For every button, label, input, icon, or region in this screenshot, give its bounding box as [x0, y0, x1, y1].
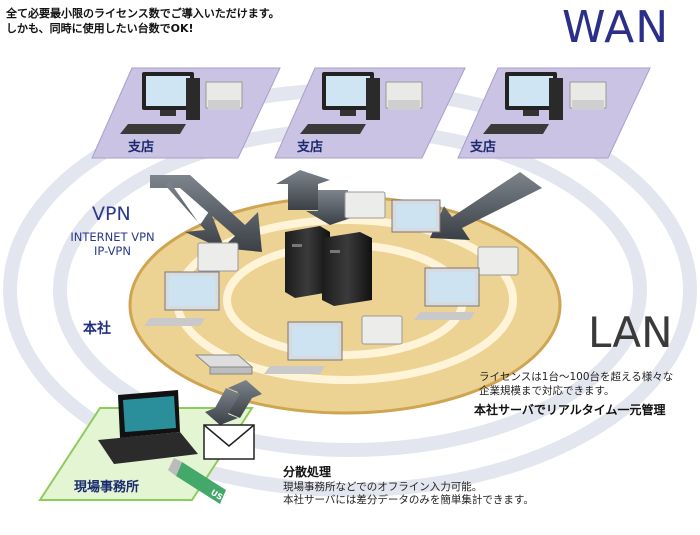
lan-label: LAN: [588, 308, 673, 357]
distributed-title: 分散処理: [283, 465, 332, 479]
usb-stick: [168, 458, 226, 504]
vpn-type-ip: IP-VPN: [94, 244, 131, 258]
vpn-type-internet: INTERNET VPN: [70, 230, 155, 244]
branch-pc-2: [300, 72, 423, 134]
field-office-label: 現場事務所: [74, 480, 140, 495]
distributed-text: 現場事務所などでのオフライン入力可能。 本社サーバには差分データのみを簡単集計で…: [283, 481, 534, 507]
license-note-line-2: 企業規模まで対応できます。: [479, 385, 615, 397]
branch-pc-1: [120, 72, 243, 134]
branch-pc-3: [483, 72, 607, 134]
intro-line-2: しかも、同時に使用したい台数でOK!: [6, 22, 194, 35]
license-note: ライセンスは1台～100台を超える様々な 企業規模まで対応できます。: [479, 370, 673, 398]
mail-envelope: [203, 424, 255, 460]
field-arrow: [205, 380, 262, 425]
branch-label-1: 支店: [128, 140, 155, 155]
headquarters-label: 本社: [83, 321, 111, 337]
field-laptop: [98, 390, 198, 464]
vpn-types: INTERNET VPN IP-VPN: [60, 230, 165, 258]
vpn-title: VPN: [92, 203, 131, 225]
distributed-line-1: 現場事務所などでのオフライン入力可能。: [283, 481, 483, 493]
distributed-line-2: 本社サーバには差分データのみを簡単集計できます。: [283, 494, 534, 506]
branch-label-2: 支店: [297, 140, 324, 155]
branch-label-3: 支店: [470, 140, 497, 155]
lan-monitors: [144, 199, 480, 374]
network-switch: [194, 354, 254, 375]
license-note-line-1: ライセンスは1台～100台を超える様々な: [479, 371, 674, 383]
intro-text: 全て必要最小限のライセンス数でご導入いただけます。 しかも、同時に使用したい台数…: [6, 6, 280, 36]
intro-line-1: 全て必要最小限のライセンス数でご導入いただけます。: [6, 7, 280, 20]
license-headline: 本社サーバでリアルタイム一元管理: [474, 403, 666, 417]
wan-label: WAN: [562, 2, 670, 53]
central-servers: [285, 226, 372, 306]
lan-printers: [197, 191, 519, 345]
